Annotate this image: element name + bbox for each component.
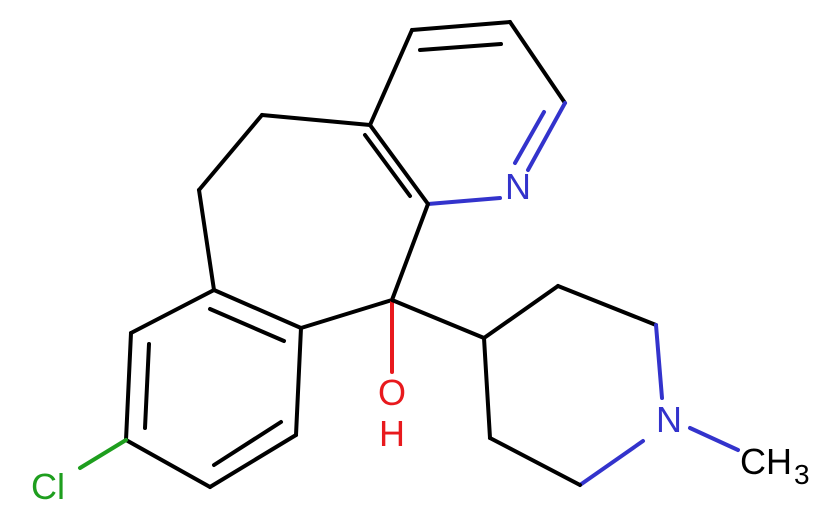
bond <box>368 28 414 127</box>
bond <box>578 439 645 487</box>
bond <box>299 298 394 330</box>
bond <box>426 196 502 206</box>
bond <box>556 284 658 327</box>
atom-label-cl: Cl <box>31 466 65 507</box>
atom-label-n-piperidine: N <box>656 399 682 440</box>
atom-label-methyl: CH <box>740 441 792 482</box>
bond <box>688 426 740 452</box>
pyridine-ring <box>363 20 567 206</box>
bond <box>418 42 503 52</box>
bond <box>482 284 560 340</box>
piperidine-ring <box>390 284 740 487</box>
bond <box>390 298 486 340</box>
bond <box>482 336 492 440</box>
bond <box>526 101 567 172</box>
bond <box>78 438 128 470</box>
bond <box>129 288 216 335</box>
bond <box>208 307 286 343</box>
bond <box>390 202 430 302</box>
bond <box>212 420 283 467</box>
bond <box>654 323 664 400</box>
benzene-ring <box>78 288 303 489</box>
bond <box>410 20 512 32</box>
bond <box>143 342 151 430</box>
bond <box>124 438 212 489</box>
bond <box>208 433 298 489</box>
bond <box>368 123 430 206</box>
bond <box>124 331 133 442</box>
bond <box>513 110 546 165</box>
bond <box>260 113 372 127</box>
bond <box>197 113 264 192</box>
cycloheptane-bridge <box>197 113 430 330</box>
bond <box>197 188 216 292</box>
atom-label-h: H <box>379 413 405 454</box>
atom-label-methyl-subscript: 3 <box>794 459 810 490</box>
atom-label-o: O <box>378 372 406 413</box>
bond <box>212 288 303 330</box>
bond <box>488 436 582 487</box>
bond <box>294 326 303 437</box>
bond <box>363 133 412 198</box>
atom-label-n-ring: N <box>505 166 531 207</box>
bond <box>508 20 567 105</box>
